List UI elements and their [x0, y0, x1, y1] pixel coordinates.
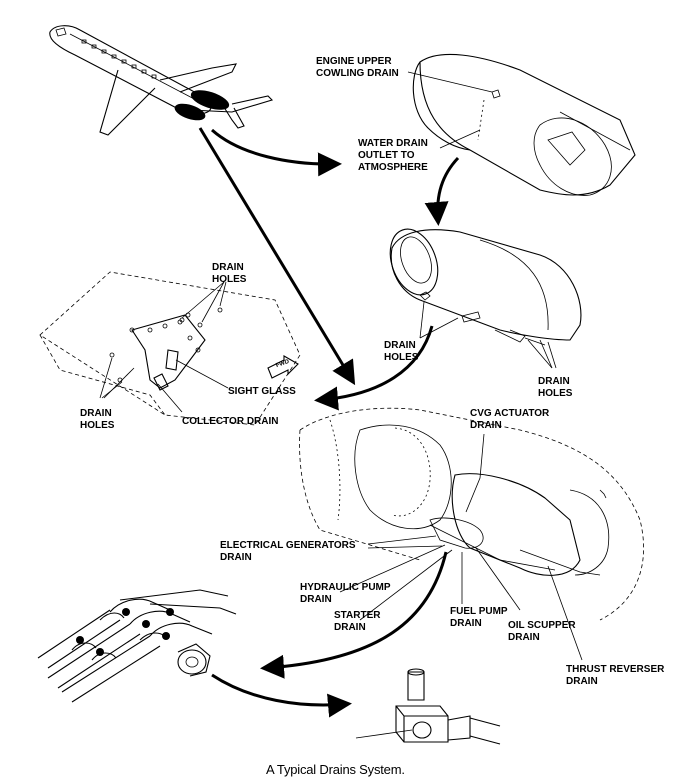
aircraft-illustration	[49, 25, 274, 136]
drain-tube-assembly	[37, 589, 237, 703]
figure-caption: A Typical Drains System.	[266, 762, 405, 777]
label-drain-holes-nacelle-right: DRAIN HOLES	[538, 376, 573, 399]
leader-nacelle-drain-right-2	[527, 339, 553, 369]
label-water-drain-outlet: WATER DRAIN OUTLET TO ATMOSPHERE	[358, 138, 428, 173]
label-drain-holes-nacelle-left: DRAIN HOLES	[384, 340, 419, 363]
label-oil-scupper-drain: OIL SCUPPER DRAIN	[508, 620, 576, 643]
leader-nacelle-drain-left	[419, 301, 425, 339]
sight-glass-fitting	[355, 668, 501, 745]
label-thrust-reverser-drain: THRUST REVERSER DRAIN	[566, 664, 665, 687]
leader-nacelle-drain-left-2	[419, 317, 459, 339]
leader-upper-cowling	[407, 71, 493, 93]
leader-nacelle-drain-right-3	[547, 341, 557, 369]
label-fuel-pump-drain: FUEL PUMP DRAIN	[450, 606, 508, 629]
label-drain-holes-top: DRAIN HOLES	[212, 262, 247, 285]
label-starter-drain: STARTER DRAIN	[334, 610, 381, 633]
label-collector-drain: COLLECTOR DRAIN	[182, 416, 279, 427]
engine-cowling-illustration	[412, 53, 636, 196]
leader-water-drain	[439, 129, 481, 149]
label-sight-glass: SIGHT GLASS	[228, 386, 296, 397]
label-cvg-actuator-drain: CVG ACTUATOR DRAIN	[470, 408, 550, 431]
engine-cutaway-illustration	[299, 407, 644, 661]
collector-drain-panel	[39, 271, 301, 426]
flow-arrows	[198, 127, 460, 718]
label-engine-upper-cowling-drain: ENGINE UPPER COWLING DRAIN	[316, 56, 399, 79]
leader-nacelle-drain-right	[539, 339, 553, 369]
engine-nacelle-illustration	[389, 228, 582, 346]
label-electrical-generators-drain: ELECTRICAL GENERATORS DRAIN	[220, 540, 356, 563]
label-hydraulic-pump-drain: HYDRAULIC PUMP DRAIN	[300, 582, 391, 605]
label-drain-holes-left: DRAIN HOLES	[80, 408, 115, 431]
